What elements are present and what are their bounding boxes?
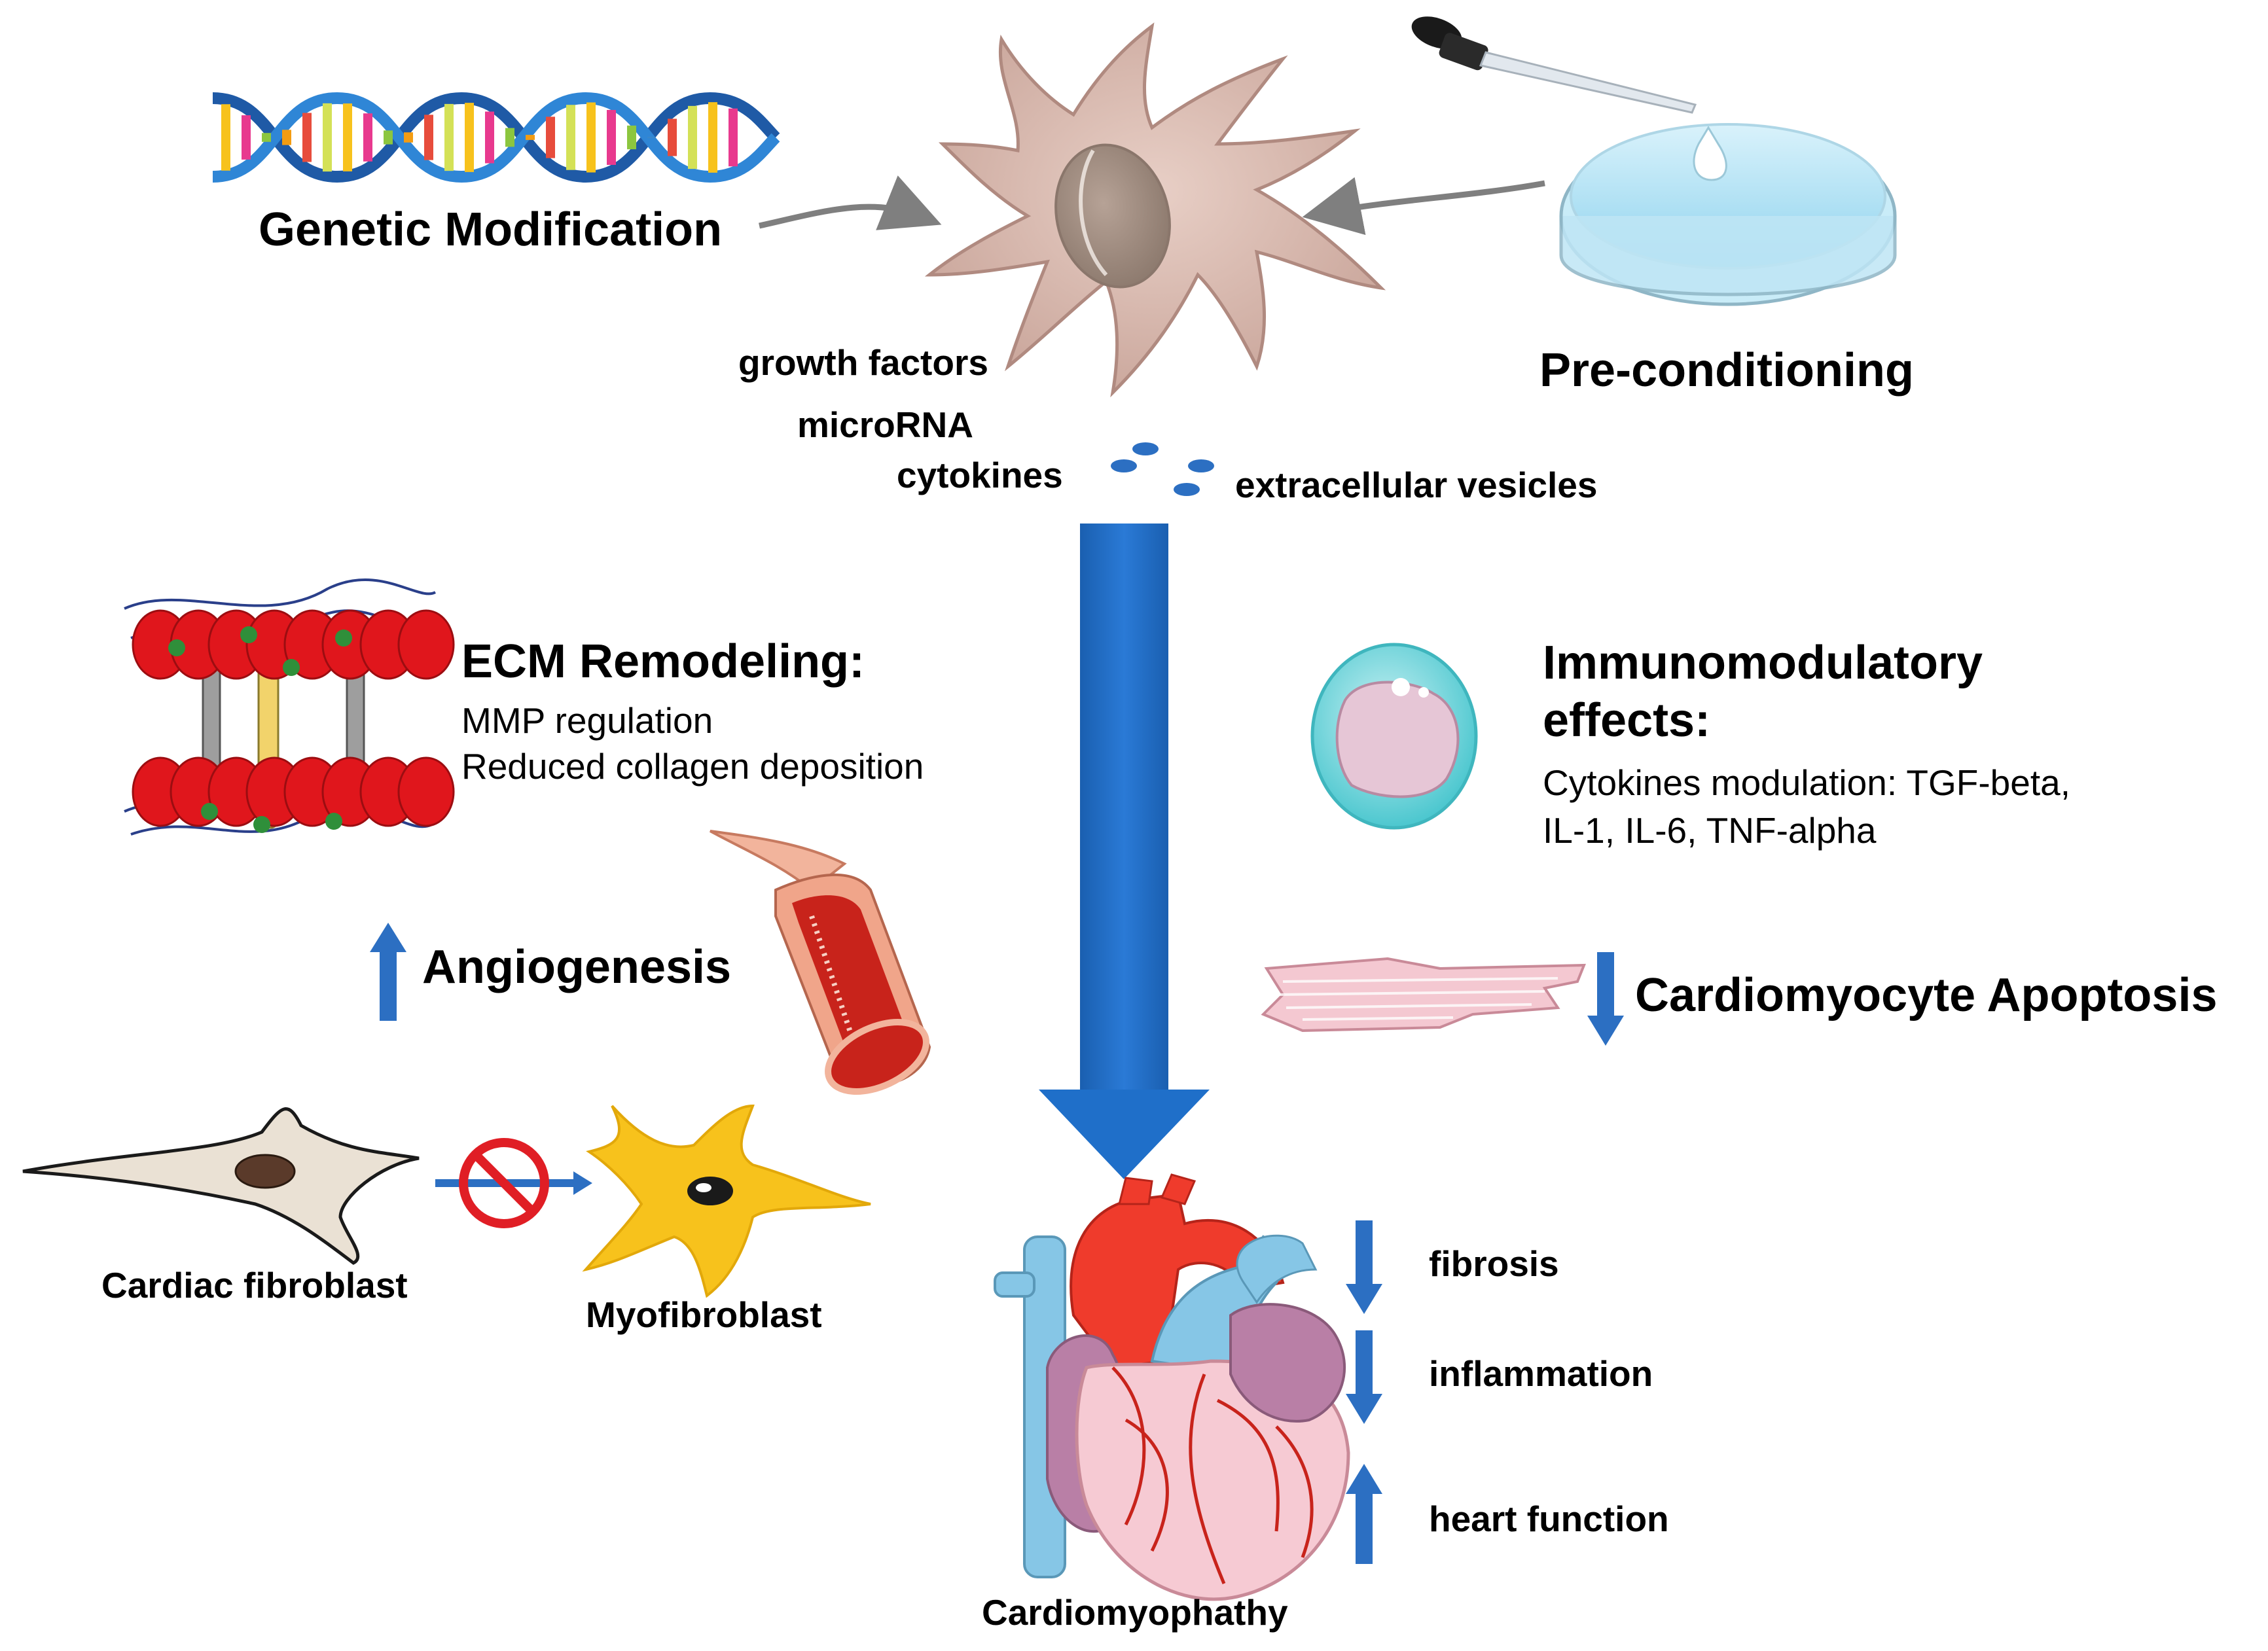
outcome-label: inflammation — [1429, 1353, 1653, 1394]
immuno-title-line1: Immunomodulatory — [1543, 637, 1983, 689]
immuno-line2: IL-1, IL-6, TNF-alpha — [1543, 810, 1877, 851]
myofibroblast-icon — [582, 1104, 871, 1298]
angiogenesis-up-arrow — [370, 923, 406, 1021]
apoptosis-down-arrow — [1587, 952, 1624, 1046]
immuno-title-line2: effects: — [1543, 694, 1710, 747]
main-down-arrow — [1039, 524, 1210, 1179]
vesicles-icon — [1111, 442, 1214, 496]
immune-cell-icon — [1310, 643, 1478, 830]
ecm-title: ECM Remodeling: — [461, 635, 865, 688]
preconditioning-arrow — [1302, 177, 1545, 236]
microrna-label: microRNA — [797, 404, 973, 445]
outcome-inflammation: inflammation — [1346, 1330, 1653, 1424]
blood-vessel-icon — [710, 830, 931, 1095]
down-arrow-icon — [1346, 1220, 1382, 1314]
genetic-arrow — [759, 175, 942, 230]
genetic-modification-label: Genetic Modification — [259, 204, 722, 256]
outcome-fibrosis: fibrosis — [1346, 1220, 1559, 1314]
dna-helix-icon — [212, 92, 780, 183]
up-arrow-icon — [1346, 1464, 1382, 1564]
outcome-label: fibrosis — [1429, 1243, 1559, 1284]
forbidden-icon — [459, 1138, 549, 1228]
ecm-line2: Reduced collagen deposition — [461, 746, 924, 787]
cardiomyocyte-icon — [1261, 957, 1586, 1033]
growth-factors-label: growth factors — [738, 342, 988, 383]
immuno-line1: Cytokines modulation: TGF-beta, — [1543, 762, 2070, 803]
outcome-heart-function: heart function — [1346, 1464, 1669, 1564]
heart-label: Cardiomyophathy — [982, 1592, 1288, 1633]
fibroblast-icon — [22, 1107, 420, 1265]
pipette-icon — [1411, 16, 1697, 114]
petri-dish-icon — [1559, 123, 1897, 306]
ecm-fibers-icon — [124, 578, 455, 836]
cytokines-label: cytokines — [897, 455, 1063, 495]
ecm-line1: MMP regulation — [461, 700, 713, 741]
extracellular-vesicles-label: extracellular vesicles — [1235, 465, 1597, 505]
heart-icon — [994, 1173, 1350, 1601]
apoptosis-label: Cardiomyocyte Apoptosis — [1635, 969, 2218, 1021]
down-arrow-icon — [1346, 1330, 1382, 1424]
myofibroblast-label: Myofibroblast — [586, 1294, 822, 1335]
cardiac-fibroblast-label: Cardiac fibroblast — [101, 1265, 408, 1305]
preconditioning-label: Pre-conditioning — [1539, 344, 1914, 397]
outcome-label: heart function — [1429, 1499, 1669, 1539]
stem-cell-icon — [924, 22, 1386, 398]
angiogenesis-label: Angiogenesis — [422, 941, 731, 993]
outcome-list: fibrosis inflammation heart function — [1346, 1220, 1669, 1564]
